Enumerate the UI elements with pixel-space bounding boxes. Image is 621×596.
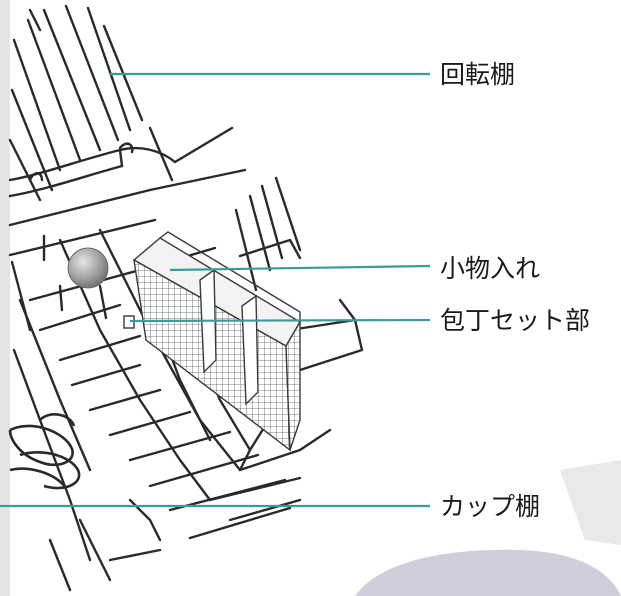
leader-lines xyxy=(0,72,431,508)
label-cup-shelf: カップ棚 xyxy=(440,492,541,521)
label-knife-holder: 包丁セット部 xyxy=(440,306,591,335)
leader-line-small-items xyxy=(169,264,431,272)
ball-knob xyxy=(67,247,109,289)
label-rotating-shelf: 回転棚 xyxy=(440,60,516,89)
label-small-items: 小物入れ xyxy=(440,254,541,283)
cutlery-basket xyxy=(123,231,301,452)
cup-shelf-loops xyxy=(8,413,81,490)
leader-line-knife-holder xyxy=(129,318,431,323)
